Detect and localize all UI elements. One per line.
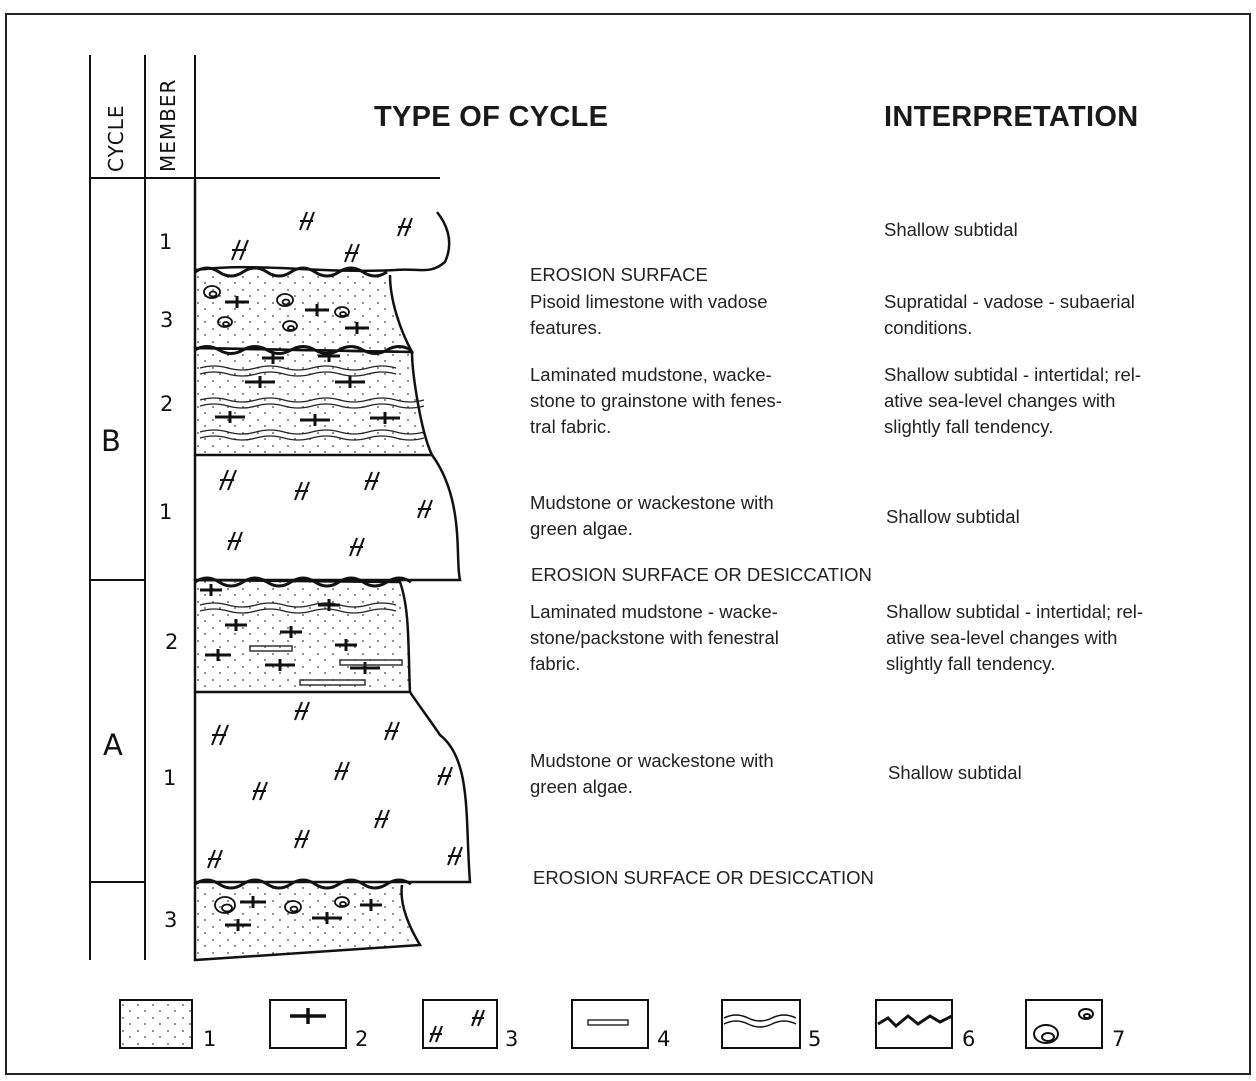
fenestral-bands [249, 645, 403, 686]
unit-a2-laminated [193, 578, 412, 694]
legend-number: 7 [1112, 1027, 1126, 1051]
fenestral-symbols [200, 296, 400, 931]
interpretation-line: Supratidal - vadose - subaerial [884, 291, 1135, 312]
interpretation-line: Shallow subtidal [884, 219, 1018, 240]
legend-box-2 [269, 999, 347, 1049]
description-erosion-desiccation: EROSION SURFACE OR DESICCATION [533, 867, 874, 888]
member-number: 1 [159, 230, 173, 254]
unit-b1-mudstone [193, 454, 462, 582]
legend-number: 2 [355, 1027, 369, 1051]
interpretation-line: conditions. [884, 317, 973, 338]
legend-number: 3 [505, 1027, 519, 1051]
description-erosion-desiccation: EROSION SURFACE OR DESICCATION [531, 564, 872, 585]
unit-b1-top [193, 180, 451, 273]
description-line: tral fabric. [530, 416, 612, 437]
legend-boxes [119, 999, 1103, 1049]
cycle-column-header: CYCLE [104, 104, 128, 172]
member-number: 2 [160, 392, 174, 416]
description-line: green algae. [530, 776, 633, 797]
description-line: Laminated mudstone - wacke- [530, 601, 778, 622]
description-erosion-surface: EROSION SURFACE [530, 264, 708, 285]
interpretation-line: Shallow subtidal - intertidal; rel- [886, 601, 1144, 622]
description-line: stone/packstone with fenestral [530, 627, 779, 648]
outer-frame [5, 13, 1251, 1075]
interpretation-line: slightly fall tendency. [886, 653, 1056, 674]
legend-number: 5 [808, 1027, 822, 1051]
legend-box-1 [119, 999, 193, 1049]
legend-number: 6 [962, 1027, 976, 1051]
legend-box-4 [571, 999, 649, 1049]
description-line: stone to grainstone with fenes- [530, 390, 782, 411]
column-grid [89, 55, 440, 960]
erosion-lines [194, 266, 412, 890]
type-of-cycle-header: TYPE OF CYCLE [374, 101, 609, 133]
member-number: 3 [164, 908, 178, 932]
cycle-label-a: A [103, 728, 123, 762]
unit-b3-pisoid [193, 270, 415, 354]
cycle-label-b: B [101, 424, 121, 458]
member-number: 1 [159, 500, 173, 524]
legend-box-5 [721, 999, 801, 1049]
description-line: Mudstone or wackestone with [530, 492, 774, 513]
interpretation-header: INTERPRETATION [884, 101, 1139, 133]
legend-number: 1 [203, 1027, 217, 1051]
interpretation-line: Shallow subtidal [888, 762, 1022, 783]
description-line: fabric. [530, 653, 581, 674]
member-column-header: MEMBER [156, 78, 180, 172]
laminations [199, 365, 425, 614]
unit-a1-mudstone [193, 691, 472, 884]
description-line: features. [530, 317, 602, 338]
member-number: 2 [165, 630, 179, 654]
interpretation-line: ative sea-level changes with [886, 627, 1118, 648]
legend-box-7 [1025, 999, 1103, 1049]
member-number: 1 [163, 766, 177, 790]
unit-a3-pisoid [193, 882, 423, 962]
description-line: Pisoid limestone with vadose [530, 291, 768, 312]
algae-symbols [207, 211, 463, 869]
interpretation-line: slightly fall tendency. [884, 416, 1054, 437]
pisoids [203, 285, 350, 914]
description-line: Laminated mudstone, wacke- [530, 364, 772, 385]
description-line: green algae. [530, 518, 633, 539]
legend-box-6 [875, 999, 953, 1049]
interpretation-line: ative sea-level changes with [884, 390, 1116, 411]
interpretation-line: Shallow subtidal [886, 506, 1020, 527]
interpretation-line: Shallow subtidal - intertidal; rel- [884, 364, 1142, 385]
description-line: Mudstone or wackestone with [530, 750, 774, 771]
legend-box-3 [422, 999, 498, 1049]
legend-number: 4 [657, 1027, 671, 1051]
member-number: 3 [160, 308, 174, 332]
